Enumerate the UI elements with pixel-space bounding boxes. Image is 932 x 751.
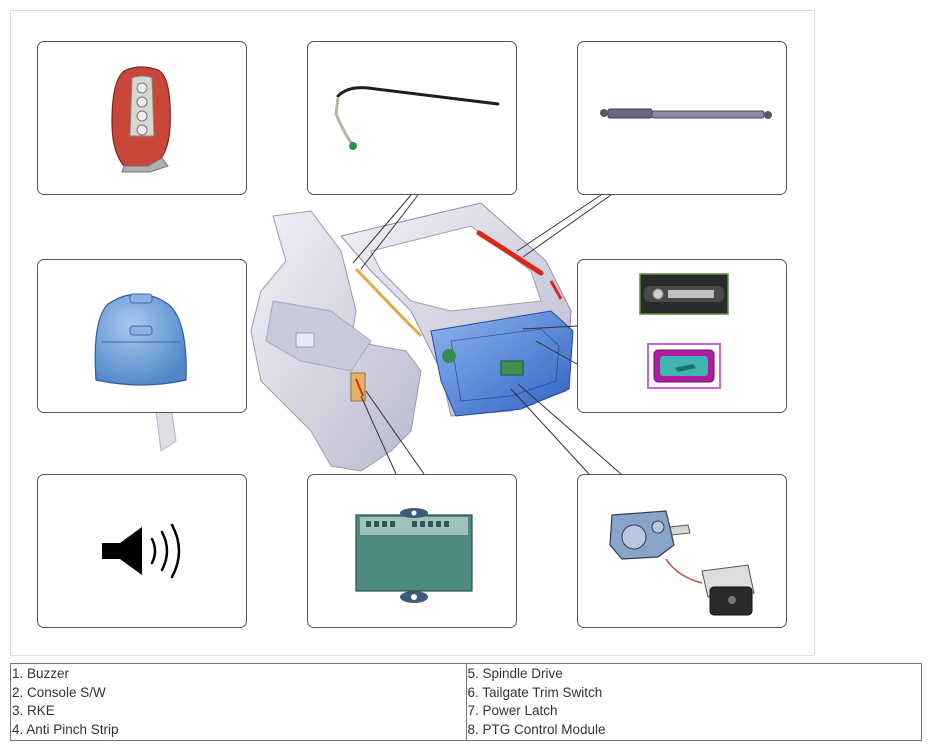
legend-column-left: 1. Buzzer 2. Console S/W 3. RKE 4. Anti … — [11, 664, 466, 740]
callout-rke — [37, 41, 247, 195]
component-legend-table: 1. Buzzer 2. Console S/W 3. RKE 4. Anti … — [10, 663, 922, 741]
callout-tailgate-trim-switch — [577, 259, 787, 413]
control-unit-icon — [355, 508, 473, 603]
callout-ptg-control-module — [307, 474, 517, 628]
vehicle-rear-illustration — [155, 194, 622, 475]
callout-console-switch — [37, 259, 247, 413]
legend-item-tailgate-trim-switch: 6. Tailgate Trim Switch — [467, 684, 603, 700]
trim-switch-icon — [639, 273, 729, 389]
ptg-system-diagram — [10, 10, 815, 656]
legend-item-console-switch: 2. Console S/W — [12, 684, 106, 700]
legend-item-spindle-drive: 5. Spindle Drive — [467, 666, 563, 681]
legend-item-anti-pinch-strip: 4. Anti Pinch Strip — [12, 721, 119, 737]
latch-motor-icon — [609, 510, 755, 616]
callout-spindle-drive — [577, 41, 787, 195]
sensor-strip-cable-icon — [334, 86, 500, 150]
smart-key-fob-icon — [111, 66, 171, 173]
callout-buzzer — [37, 474, 247, 628]
overhead-console-icon — [94, 293, 187, 386]
legend-item-buzzer: 1. Buzzer — [12, 666, 70, 681]
legend-column-right: 5. Spindle Drive 6. Tailgate Trim Switch… — [465, 664, 922, 740]
legend-item-ptg-control-module: 8. PTG Control Module — [467, 721, 606, 737]
legend-item-rke: 3. RKE — [12, 703, 55, 718]
callout-anti-pinch-strip — [307, 41, 517, 195]
gas-strut-icon — [600, 108, 772, 119]
speaker-icon — [102, 523, 181, 579]
legend-item-power-latch: 7. Power Latch — [467, 703, 558, 718]
callout-power-latch — [577, 474, 787, 628]
